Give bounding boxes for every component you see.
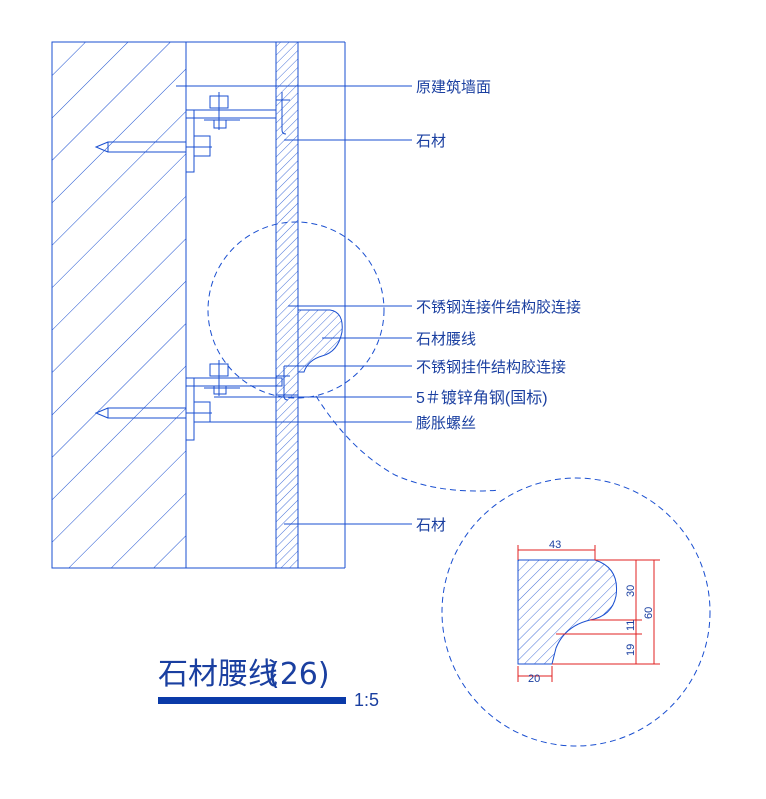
title-block: 石材腰线 (26) 1:5	[158, 657, 379, 710]
title-bar	[158, 697, 346, 704]
dimension-lines	[517, 545, 660, 682]
waistline-profile	[297, 309, 343, 373]
label-original-wall: 原建筑墙面	[416, 79, 491, 96]
label-stone-top: 石材	[416, 133, 446, 150]
dim-h-11: 11	[625, 620, 637, 631]
detail-callout	[207, 221, 711, 747]
enlarged-profile	[517, 559, 618, 665]
leader-lines	[176, 85, 412, 525]
dim-width-bottom: 20	[528, 673, 540, 685]
stone-panel	[275, 41, 299, 569]
original-wall	[51, 41, 187, 569]
label-expansion-bolt: 膨胀螺丝	[416, 415, 476, 432]
dim-h-19: 19	[625, 644, 637, 656]
dim-h-30: 30	[625, 585, 637, 597]
labels: 原建筑墙面 石材 不锈钢连接件结构胶连接 石材腰线 不锈钢挂件结构胶连接 5＃镀…	[416, 79, 581, 534]
label-stone-waistline: 石材腰线	[416, 331, 476, 348]
dim-width-top: 43	[549, 539, 561, 551]
dimension-texts: 43 20 30 11 19 60	[528, 539, 655, 685]
label-ss-hanger: 不锈钢挂件结构胶连接	[416, 359, 566, 376]
label-galv-angle: 5＃镀锌角钢(国标)	[416, 389, 548, 407]
cavity-outline	[186, 41, 346, 569]
label-ss-connector: 不锈钢连接件结构胶连接	[416, 299, 581, 316]
label-stone-bottom: 石材	[416, 517, 446, 534]
upper-bracket	[94, 92, 290, 173]
drawing-scale: 1:5	[354, 690, 379, 710]
drawing-number: (26)	[268, 657, 330, 692]
drawing-title: 石材腰线	[158, 657, 278, 692]
dim-h-60: 60	[643, 607, 655, 619]
